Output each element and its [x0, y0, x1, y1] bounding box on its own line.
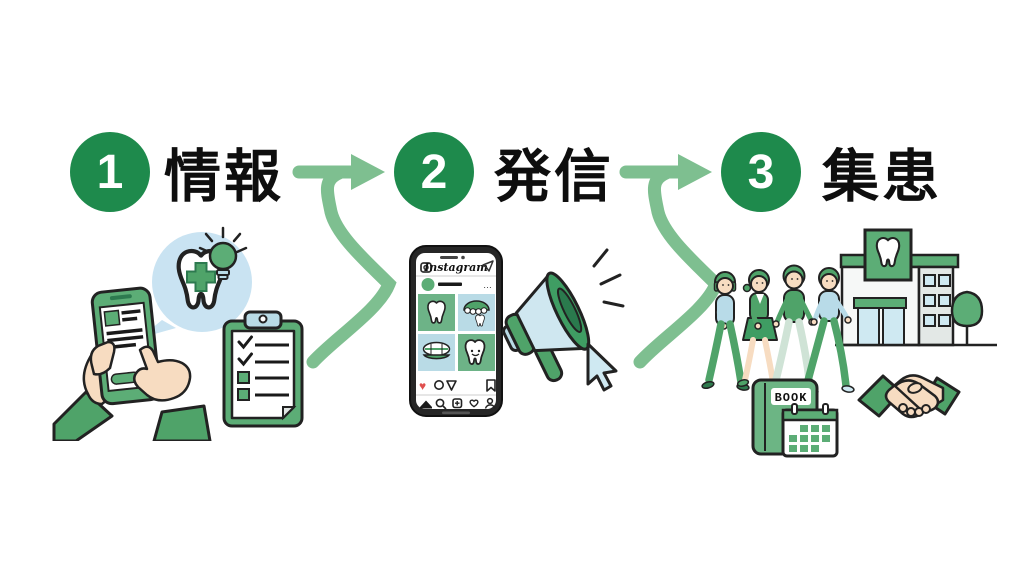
left-thumb — [89, 340, 116, 376]
door — [882, 307, 905, 346]
megaphone-icon — [502, 248, 625, 383]
step-1-badge: 1 — [70, 132, 150, 212]
profile-icon — [484, 397, 496, 409]
calendar-icon — [781, 403, 839, 458]
comment-icon — [433, 380, 444, 391]
arrowhead-icon — [351, 154, 385, 190]
activity-heart-icon — [469, 399, 479, 408]
patient-1 — [701, 271, 750, 391]
step-1-label: 情報 — [164, 145, 284, 209]
illustration-patient-acquisition: BOOK — [701, 228, 997, 458]
dental-clinic-building — [835, 228, 997, 347]
door — [857, 307, 880, 346]
step-3-label: 集患 — [822, 145, 942, 209]
step-1-number: 1 — [96, 145, 124, 199]
cursor-icon — [586, 342, 618, 392]
tree-icon — [950, 290, 984, 345]
arrow-2-to-3 — [619, 154, 724, 369]
like-heart-icon: ♥ — [419, 379, 426, 393]
avatar — [421, 278, 435, 291]
bottom-nav — [420, 397, 496, 410]
handshake-icon — [857, 374, 961, 419]
braces-icon — [422, 341, 451, 360]
windows — [923, 274, 951, 327]
step-2-badge: 2 — [394, 132, 474, 212]
add-post-icon — [452, 398, 463, 409]
step-2-label: 発信 — [494, 145, 614, 209]
instagram-phone: Instagram … — [409, 245, 503, 417]
share-icon — [446, 380, 457, 391]
booking-book-calendar: BOOK — [751, 378, 839, 458]
home-icon — [420, 400, 432, 409]
step-3-number: 3 — [747, 145, 775, 199]
step-3-badge: 3 — [721, 132, 801, 212]
denture-icon — [463, 300, 490, 327]
step-2-number: 2 — [420, 145, 448, 199]
checklist-clipboard — [222, 310, 304, 428]
right-sleeve — [152, 404, 212, 441]
post-grid — [418, 294, 495, 371]
medical-cross-icon — [186, 262, 216, 292]
search-icon — [435, 398, 447, 410]
illustration-information-research — [52, 226, 304, 441]
lightbulb-icon — [198, 226, 248, 280]
pointing-hand — [133, 345, 192, 402]
patient-2 — [736, 269, 782, 389]
arrow-1-to-2 — [292, 154, 397, 369]
action-row: ♥ — [419, 379, 496, 393]
instagram-send-icon — [482, 260, 494, 272]
patient-4 — [798, 267, 855, 393]
instagram-wordmark: Instagram — [423, 261, 488, 274]
illustration-sns-broadcast: Instagram … — [409, 245, 625, 417]
arrowhead-icon — [678, 154, 712, 190]
hands-holding-phone — [52, 286, 212, 441]
walking-patients-group — [701, 264, 855, 395]
sound-lines — [592, 248, 625, 308]
happy-tooth-icon — [464, 339, 486, 365]
book-label: BOOK — [775, 391, 808, 405]
bookmark-icon — [486, 379, 496, 392]
more-options-icon: … — [483, 280, 492, 290]
instagram-camera-icon — [420, 262, 432, 273]
